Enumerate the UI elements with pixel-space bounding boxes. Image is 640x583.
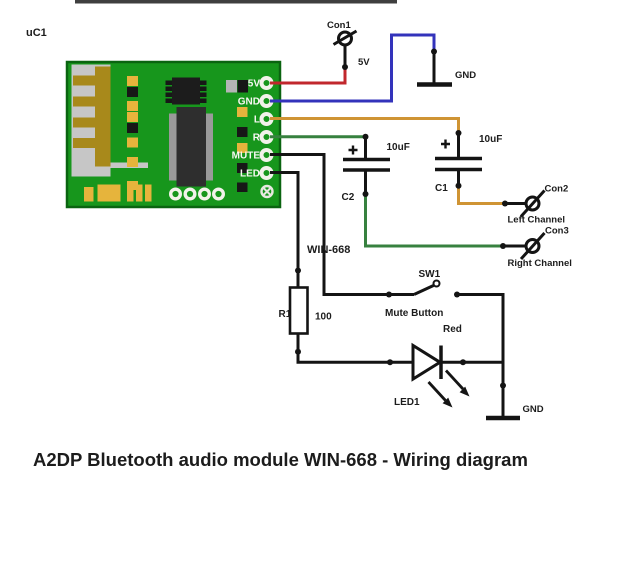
con3-net-label: Right Channel xyxy=(508,258,572,269)
led1-color-label: Red xyxy=(443,324,462,335)
pin-label-gnd: GND xyxy=(238,97,260,108)
module-ref-label: uC1 xyxy=(26,27,47,39)
cropped-top-bar xyxy=(75,0,397,4)
c1-value-label: 10uF xyxy=(479,134,502,145)
capacitor-c2 xyxy=(343,136,390,194)
smd-pad-column-right xyxy=(237,107,248,192)
con1-net-label: 5V xyxy=(358,57,370,68)
led1-symbol xyxy=(411,342,470,408)
connector-con3 xyxy=(503,231,546,261)
con2-net-label: Left Channel xyxy=(508,215,566,226)
wire-right-green-bottom xyxy=(364,194,503,248)
con2-ref-label: Con2 xyxy=(545,184,569,195)
led1-triangle xyxy=(411,342,443,382)
module-name-label: WIN-668 xyxy=(307,244,350,256)
wire-switch-to-gnd xyxy=(457,293,505,418)
c2-ref-label: C2 xyxy=(342,192,355,203)
ground-symbols xyxy=(417,51,520,421)
sw1-caption-label: Mute Button xyxy=(385,308,443,319)
bottom-holes xyxy=(168,187,225,201)
pin-labels: 5V GND L R MUTE LED xyxy=(232,79,261,180)
wire-5v-red xyxy=(270,66,347,85)
antenna xyxy=(71,64,148,177)
sw1-ref-label: SW1 xyxy=(419,269,441,280)
bluetooth-module: 5V GND L R MUTE LED xyxy=(65,60,282,209)
wire-left-orange-top xyxy=(270,117,460,133)
junction-dots xyxy=(295,48,508,389)
sw1-contact-circle xyxy=(432,279,441,288)
gnd-bottom-label: GND xyxy=(523,404,544,415)
wire-mute-black xyxy=(270,153,389,296)
schematic-labels: uC1 Con1 5V GND 10uF C1 10uF C2 Con2 Lef… xyxy=(26,20,572,415)
pin-label-led: LED xyxy=(240,169,260,180)
r1-ref-label: R1 xyxy=(279,309,292,320)
r1-value-label: 100 xyxy=(315,312,332,323)
wire-r1-to-led xyxy=(296,333,413,364)
connector-symbols xyxy=(332,29,546,261)
capacitor-c1 xyxy=(435,133,482,186)
ground-top xyxy=(417,51,452,87)
con1-ref-label: Con1 xyxy=(327,20,351,31)
main-chip xyxy=(169,107,213,187)
wires xyxy=(270,33,505,418)
sw1-lever xyxy=(413,284,435,296)
pin-label-mute: MUTE xyxy=(232,151,261,162)
resistor-r1-body xyxy=(288,286,309,335)
eeprom-ic xyxy=(165,77,207,105)
c1-ref-label: C1 xyxy=(435,183,448,194)
wire-led-to-r1 xyxy=(270,171,300,288)
c1-plus-sign xyxy=(441,139,450,149)
led1-emission-arrows xyxy=(427,369,470,408)
pin-label-r: R xyxy=(253,133,261,144)
bottom-gold-pads xyxy=(84,184,152,202)
connector-con2 xyxy=(505,189,546,218)
diagram-title: A2DP Bluetooth audio module WIN-668 - Wi… xyxy=(33,449,528,470)
led1-ref-label: LED1 xyxy=(394,397,420,408)
c2-value-label: 10uF xyxy=(387,142,410,153)
pin-label-l: L xyxy=(254,115,260,126)
smd-component xyxy=(226,80,248,93)
pin-rings xyxy=(259,76,274,199)
con3-ref-label: Con3 xyxy=(545,226,569,237)
switch-sw1 xyxy=(389,279,441,296)
gnd-top-label: GND xyxy=(455,70,476,81)
c2-plus-sign xyxy=(348,145,358,155)
wire-left-orange-bottom xyxy=(457,185,505,205)
connector-con1 xyxy=(332,29,358,67)
wire-gnd-blue xyxy=(270,33,436,103)
pin-label-5v: 5V xyxy=(248,79,261,90)
